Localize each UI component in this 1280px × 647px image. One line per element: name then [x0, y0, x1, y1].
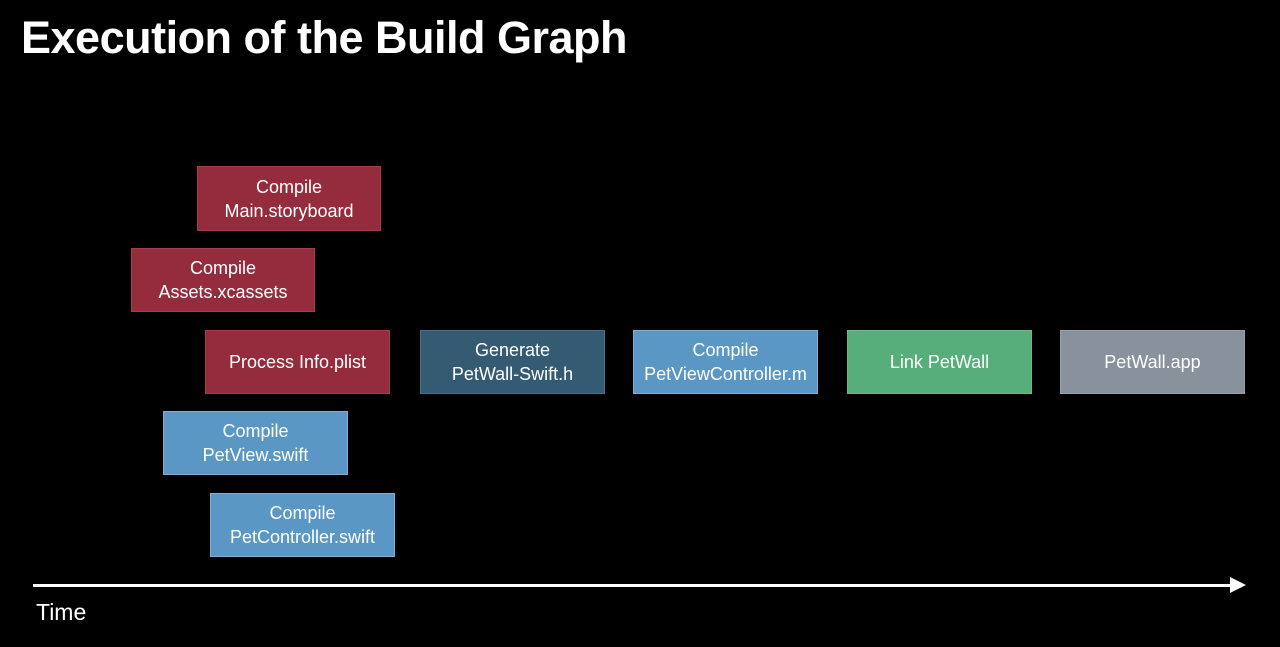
task-label-line: PetController.swift: [229, 527, 376, 547]
task-label-line: PetWall.app: [1104, 352, 1201, 372]
time-axis-label: Time: [36, 599, 87, 625]
task-label-line: Compile: [189, 258, 257, 278]
task-label-line: Generate: [474, 340, 551, 360]
task-label-line: Compile: [222, 421, 289, 441]
task-label-line: PetViewController.m: [644, 364, 807, 384]
task-petwall-app: PetWall.app: [1060, 330, 1245, 394]
task-link-petwall: Link PetWall: [847, 330, 1032, 394]
task-label-line: Assets.xcassets: [158, 282, 288, 302]
task-label-line: PetView.swift: [202, 445, 309, 465]
task-label-line: Compile: [269, 503, 336, 523]
time-axis-arrowhead-icon: [1230, 577, 1246, 593]
time-axis-line: [33, 583, 1232, 587]
task-process-info-plist: Process Info.plist: [205, 330, 390, 394]
task-label-line: Link PetWall: [889, 352, 990, 372]
task-label-line: Compile: [255, 176, 323, 197]
task-label-line: Main.storyboard: [224, 200, 354, 221]
slide-title: Execution of the Build Graph: [21, 12, 628, 63]
task-label-line: PetWall-Swift.h: [451, 364, 574, 384]
task-label-line: Process Info.plist: [228, 352, 367, 372]
task-label-line: Compile: [692, 340, 759, 360]
